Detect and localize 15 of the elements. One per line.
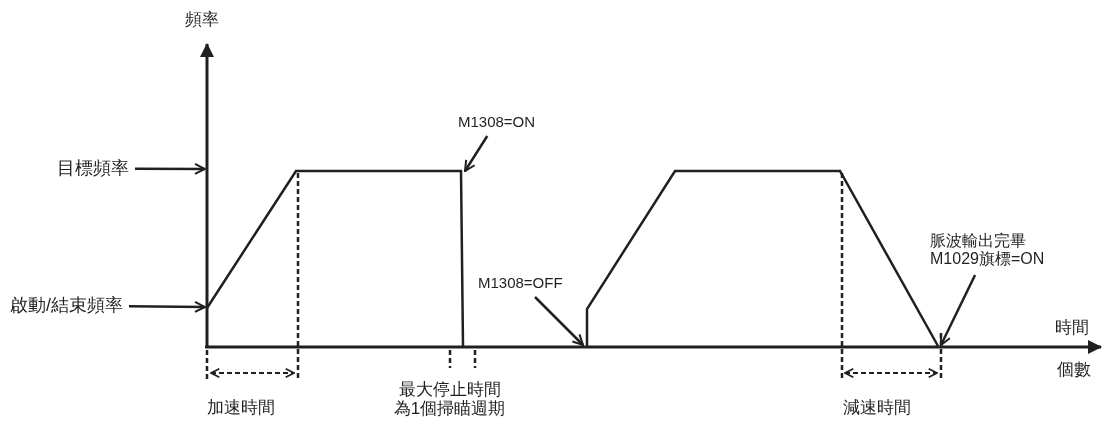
axis-value-label: 啟動/結束頻率 [10,295,123,316]
arrow [534,296,584,346]
dimension-label: 加速時間 [207,398,275,418]
axis-value-label: 目標頻率 [57,158,129,179]
axis-title: 頻率 [185,10,219,30]
arrow [463,135,489,172]
arrow [939,274,977,346]
arrow [135,162,206,175]
dimension-label: 減速時間 [843,398,911,418]
axis-title: 個數 [1057,360,1091,380]
arrow [129,300,206,313]
callout-label: M1308=ON [458,113,536,131]
frequency-profile-drawing [200,43,1102,380]
callout-label: M1308=OFF [478,274,563,292]
axis-title: 時間 [1055,318,1089,338]
